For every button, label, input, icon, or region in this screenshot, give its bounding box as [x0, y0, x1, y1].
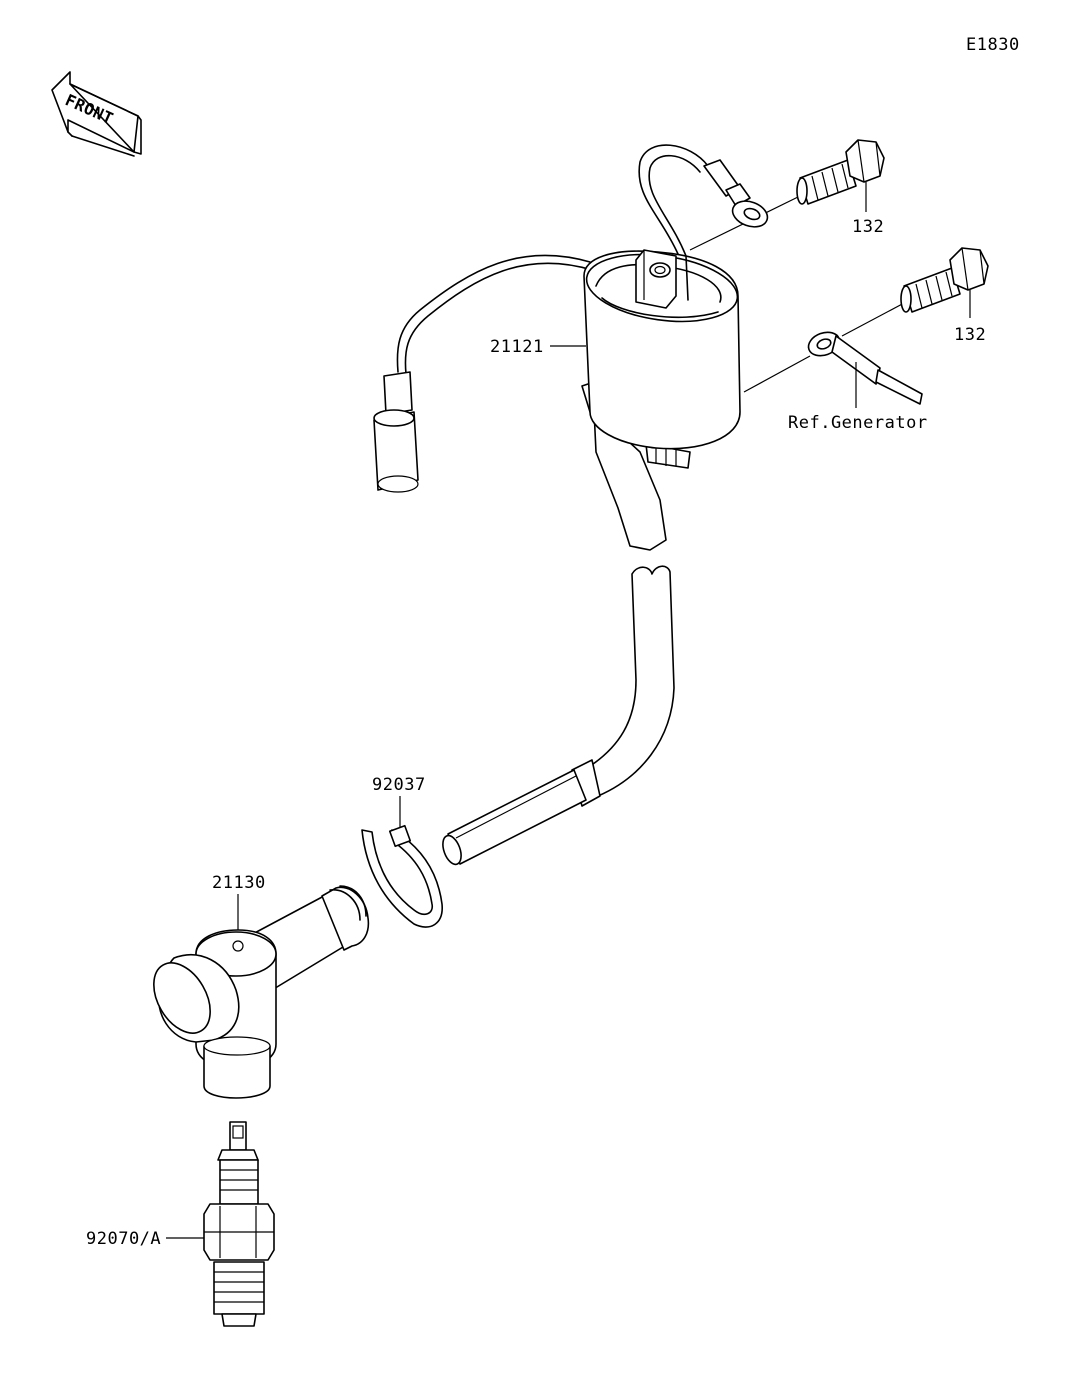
ignition-coil	[373, 144, 769, 551]
clamp	[361, 796, 443, 928]
label-bolt-lower: 132	[954, 325, 986, 345]
front-arrow-icon: FRONT	[51, 71, 142, 157]
label-ignition-coil: 21121	[490, 337, 544, 357]
label-bolt-upper: 132	[852, 217, 884, 237]
plug-cap	[153, 885, 370, 1099]
label-clamp: 92037	[372, 775, 426, 795]
label-ref-generator: Ref.Generator	[788, 413, 928, 433]
spark-plug	[203, 1121, 275, 1327]
bolt-upper	[689, 139, 885, 251]
ground-lead	[743, 331, 923, 408]
ht-lead	[442, 565, 675, 866]
label-plug-cap: 21130	[212, 873, 266, 893]
label-spark-plug: 92070/A	[86, 1229, 161, 1249]
diagram-code: E1830	[966, 35, 1020, 55]
bolt-lower	[841, 247, 989, 337]
